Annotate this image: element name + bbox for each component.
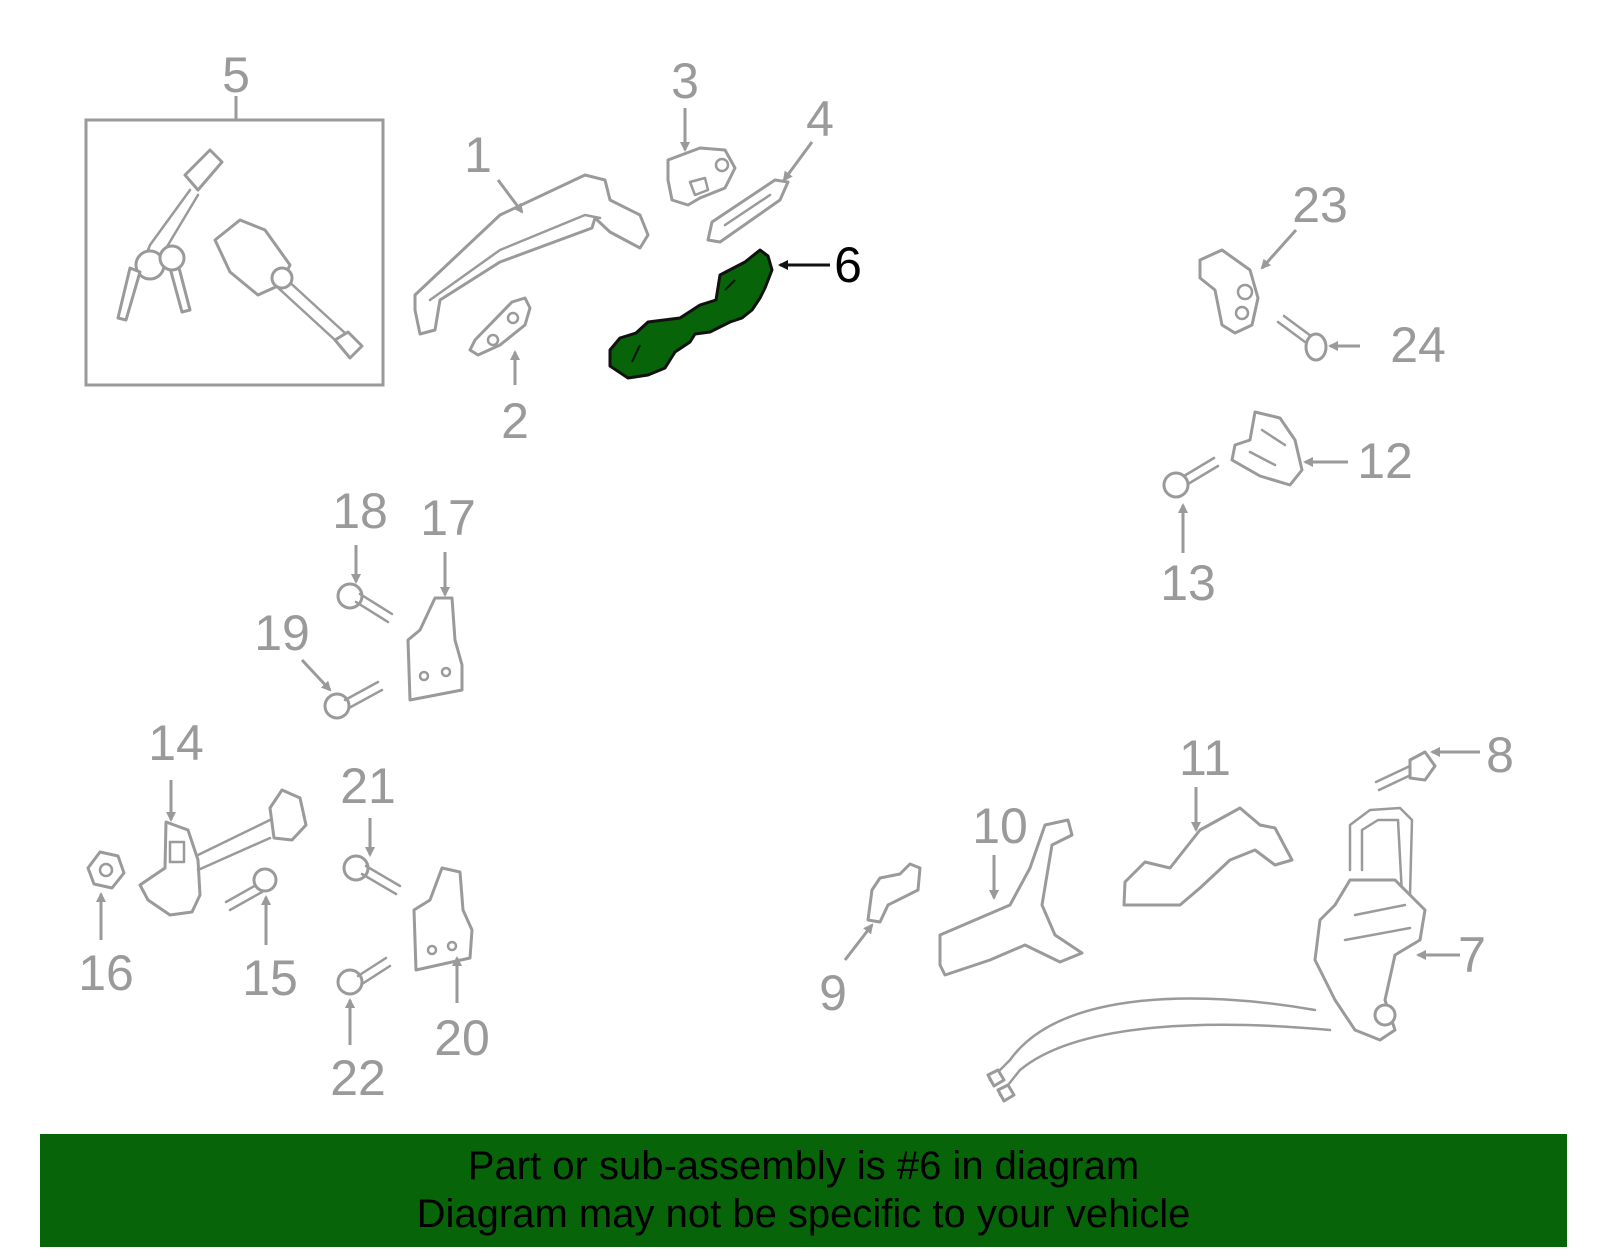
- part-23-lock-clip: [1198, 248, 1260, 335]
- part-label-17: 17: [420, 490, 476, 546]
- part-13-screw: [1162, 456, 1220, 499]
- part-15-bolt: [224, 867, 278, 912]
- part-label-13: 13: [1160, 555, 1216, 611]
- part-label-18: 18: [332, 483, 388, 539]
- part-label-9: 9: [819, 965, 847, 1021]
- part-11-lock-shield: [1122, 806, 1294, 907]
- part-label-15: 15: [242, 950, 298, 1006]
- part-label-8: 8: [1486, 727, 1514, 783]
- part-21-bolt: [342, 854, 402, 896]
- part-label-23: 23: [1292, 177, 1348, 233]
- part-label-6: 6: [834, 237, 862, 293]
- part-label-7: 7: [1458, 927, 1486, 983]
- part-22-bolt: [336, 956, 392, 996]
- part-24-screw: [1276, 314, 1328, 362]
- part-label-1: 1: [464, 127, 492, 183]
- part-label-16: 16: [78, 945, 134, 1001]
- info-banner: Part or sub-assembly is #6 in diagram Di…: [40, 1134, 1567, 1247]
- part-9-lock-clip: [866, 862, 922, 924]
- part-18-bolt: [336, 582, 394, 624]
- part-label-21: 21: [340, 758, 396, 814]
- part-3-handle-cap: [666, 146, 737, 207]
- banner-line-disclaimer: Diagram may not be specific to your vehi…: [416, 1192, 1191, 1236]
- part-label-24: 24: [1390, 317, 1446, 373]
- part-label-11: 11: [1179, 730, 1231, 786]
- part-2-handle-gasket: [468, 296, 532, 357]
- banner-line-part: Part or sub-assembly is #6 in diagram: [467, 1144, 1140, 1188]
- part-6-handle-bracket: [608, 248, 774, 380]
- part-14-door-check: [138, 788, 308, 917]
- part-19-bolt: [323, 680, 384, 720]
- part-label-22: 22: [330, 1050, 386, 1106]
- part-label-2: 2: [501, 393, 529, 449]
- part-label-4: 4: [806, 91, 834, 147]
- part-16-nut: [86, 850, 126, 890]
- callouts: 5 1 2 3 4 6 23 24 12 13 18 17 19 14 16 1…: [78, 47, 1514, 1106]
- part-label-3: 3: [671, 53, 699, 109]
- part-4-cap-gasket: [706, 178, 790, 244]
- part-label-19: 19: [254, 605, 310, 661]
- part-7-door-latch: [986, 806, 1427, 1103]
- part-12-striker: [1230, 410, 1304, 487]
- part-10-rod-guide: [938, 818, 1084, 977]
- part-label-12: 12: [1357, 433, 1413, 489]
- part-17-upper-hinge: [406, 596, 464, 702]
- part-label-5: 5: [222, 47, 250, 103]
- part-8-bolt: [1374, 750, 1437, 792]
- part-label-14: 14: [148, 715, 204, 771]
- part-1-outside-handle: [413, 173, 650, 336]
- part-20-lower-hinge: [412, 866, 474, 972]
- part-5-lock-set: [84, 96, 385, 387]
- part-label-10: 10: [972, 798, 1028, 854]
- part-label-20: 20: [434, 1010, 490, 1066]
